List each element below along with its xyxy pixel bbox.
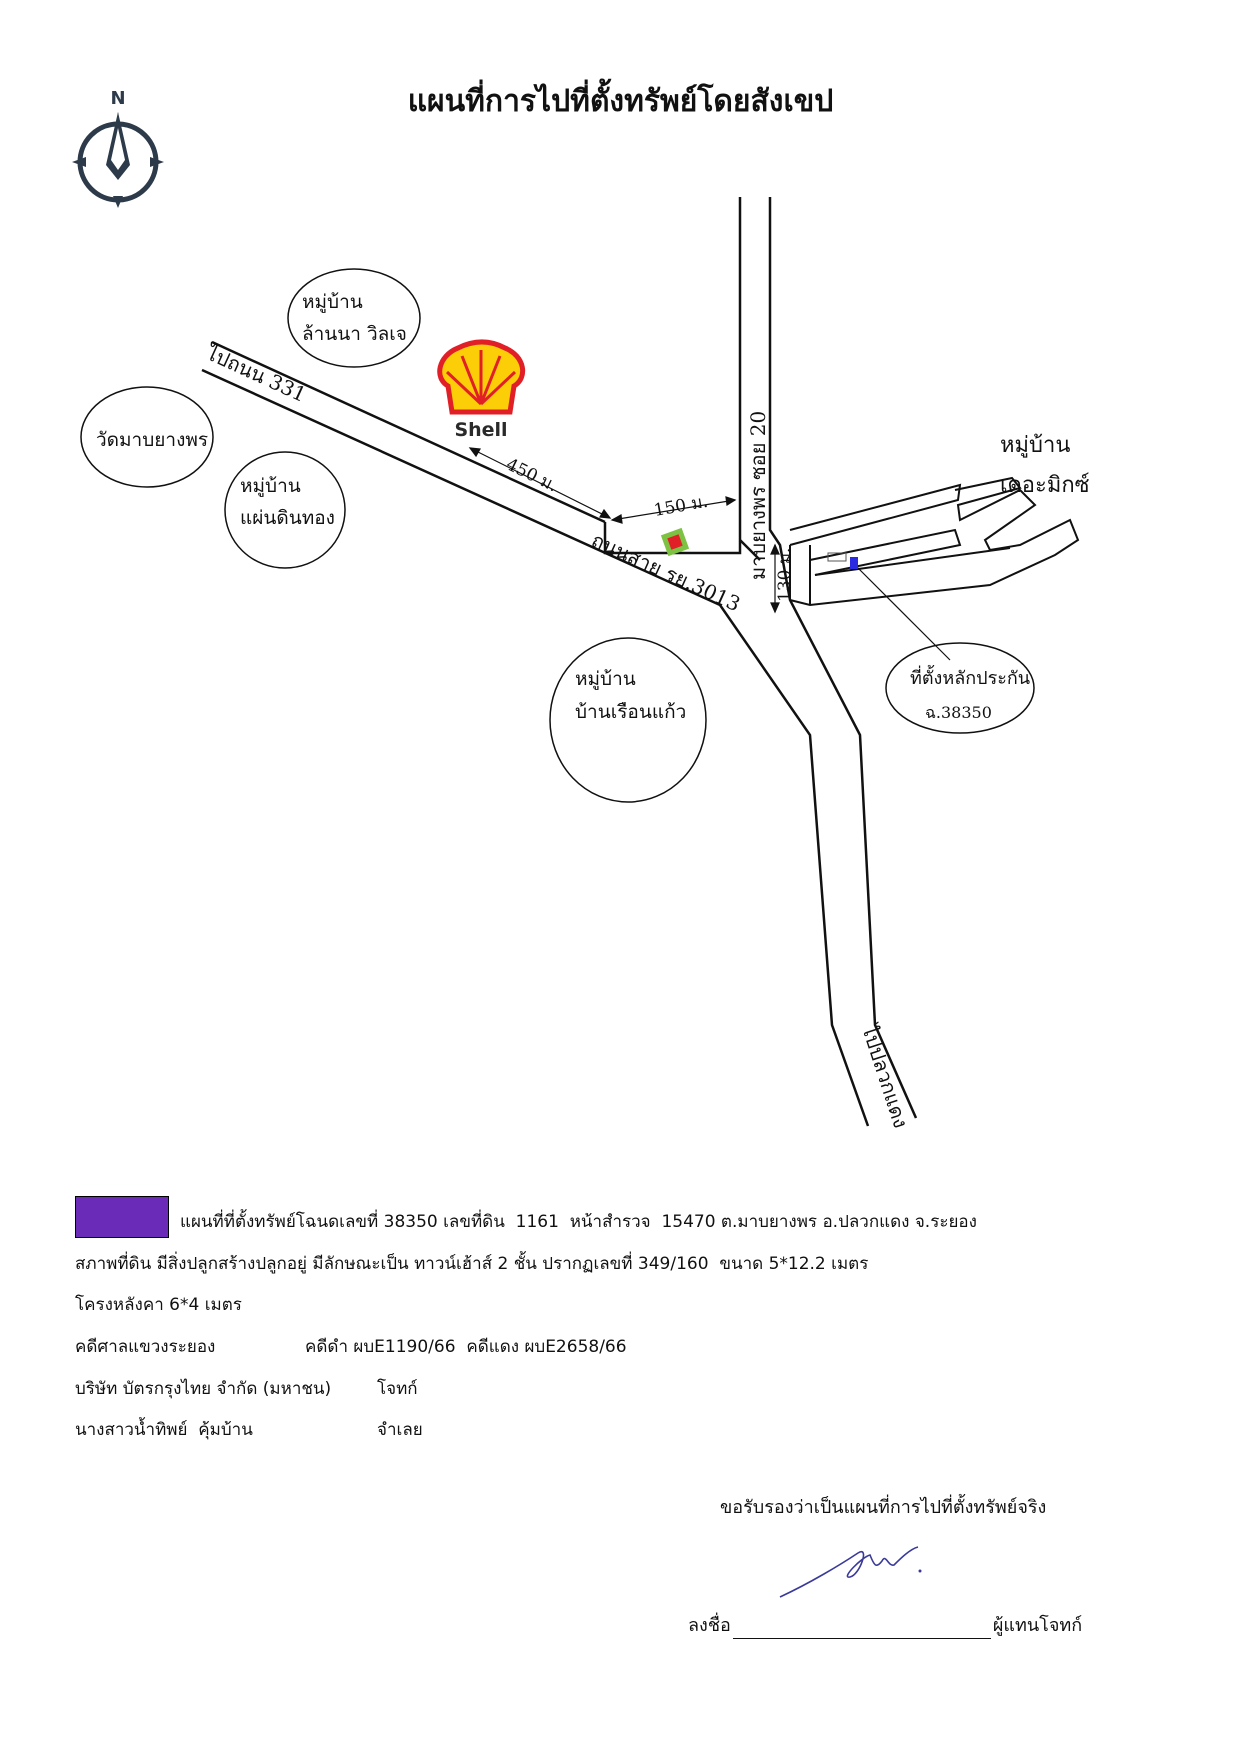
signature-line: ลงชื่อ ผู้แทนโจทก์ (688, 1610, 1082, 1639)
plaintiff-role: โจทก์ (377, 1379, 418, 1399)
distance-150m-label: 150 ม. (652, 492, 709, 521)
certification-statement: ขอรับรองว่าเป็นแผนที่การไปที่ตั้งทรัพย์จ… (720, 1497, 1047, 1518)
village-the-mix-label-1: หมู่บ้าน (1000, 433, 1070, 458)
case-numbers: คดีดำ ผบE1190/66 คดีแดง ผบE2658/66 (305, 1337, 627, 1357)
compass-icon: N (72, 88, 164, 208)
village-ruean-label-1: หมู่บ้าน (575, 668, 636, 690)
village-the-mix-label-2: เดอะมิกซ์ (1000, 473, 1090, 498)
shell-text: Shell (454, 419, 507, 441)
plaintiff-name: บริษัท บัตรกรุงไทย จำกัด (มหาชน) (75, 1379, 332, 1399)
housing-estate-streets (789, 476, 1080, 607)
village-lanna-label-2: ล้านนา วิลเจ (302, 323, 407, 345)
village-phaen-label-1: หมู่บ้าน (240, 475, 301, 497)
compass-north-label: N (110, 88, 125, 109)
defendant-role: จำเลย (377, 1420, 423, 1440)
village-phaen-label-2: แผ่นดินทอง (240, 507, 335, 529)
village-circles (80, 268, 1035, 803)
wat-maap-yang-phon-label: วัดมาบยางพร (96, 429, 208, 451)
page-title: แผนที่การไปที่ตั้งทรัพย์โดยสังเขป (407, 84, 834, 119)
deed-description: แผนที่ที่ตั้งทรัพย์โฉนดเลขที่ 38350 เลขท… (180, 1212, 977, 1232)
roof-structure: โครงหลังคา 6*4 เมตร (75, 1295, 242, 1315)
location-map: N หมู่บ้าน ล้านนา วิลเจ วัดม (72, 88, 1090, 1131)
village-ruean-label-2: บ้านเรือนแก้ว (575, 701, 686, 723)
land-condition: สภาพที่ดิน มีสิ่งปลูกสร้างปลูกอยู่ มีลัก… (75, 1254, 869, 1274)
signature-underline (732, 1618, 991, 1639)
signature-suffix: ผู้แทนโจทก์ (992, 1615, 1083, 1636)
legend-color-swatch (75, 1196, 169, 1238)
signature-image (779, 1546, 922, 1598)
road-to-331-label: ไปถนน 331 (201, 340, 310, 407)
title-deed-number-label: ฉ.38350 (925, 703, 992, 722)
signature-prefix: ลงชื่อ (688, 1615, 731, 1636)
shell-logo-icon: Shell (437, 339, 526, 441)
mini-big-c-icon (660, 527, 690, 557)
collateral-location-label: ที่ตั้งหลักประกัน (910, 665, 1030, 689)
defendant-name: นางสาวน้ำทิพย์ คุ้มบ้าน (75, 1420, 253, 1440)
village-lanna-label-1: หมู่บ้าน (302, 291, 363, 313)
soi-20-label: มาบยางพร ซอย 20 (746, 411, 770, 580)
distance-130m-label: 130 ม. (775, 548, 795, 602)
collateral-marker-icon (850, 557, 858, 569)
distance-450m-label: 450 ม. (503, 455, 561, 497)
house-number-tag-icon (827, 552, 847, 562)
court-label: คดีศาลแขวงระยอง (75, 1337, 216, 1357)
